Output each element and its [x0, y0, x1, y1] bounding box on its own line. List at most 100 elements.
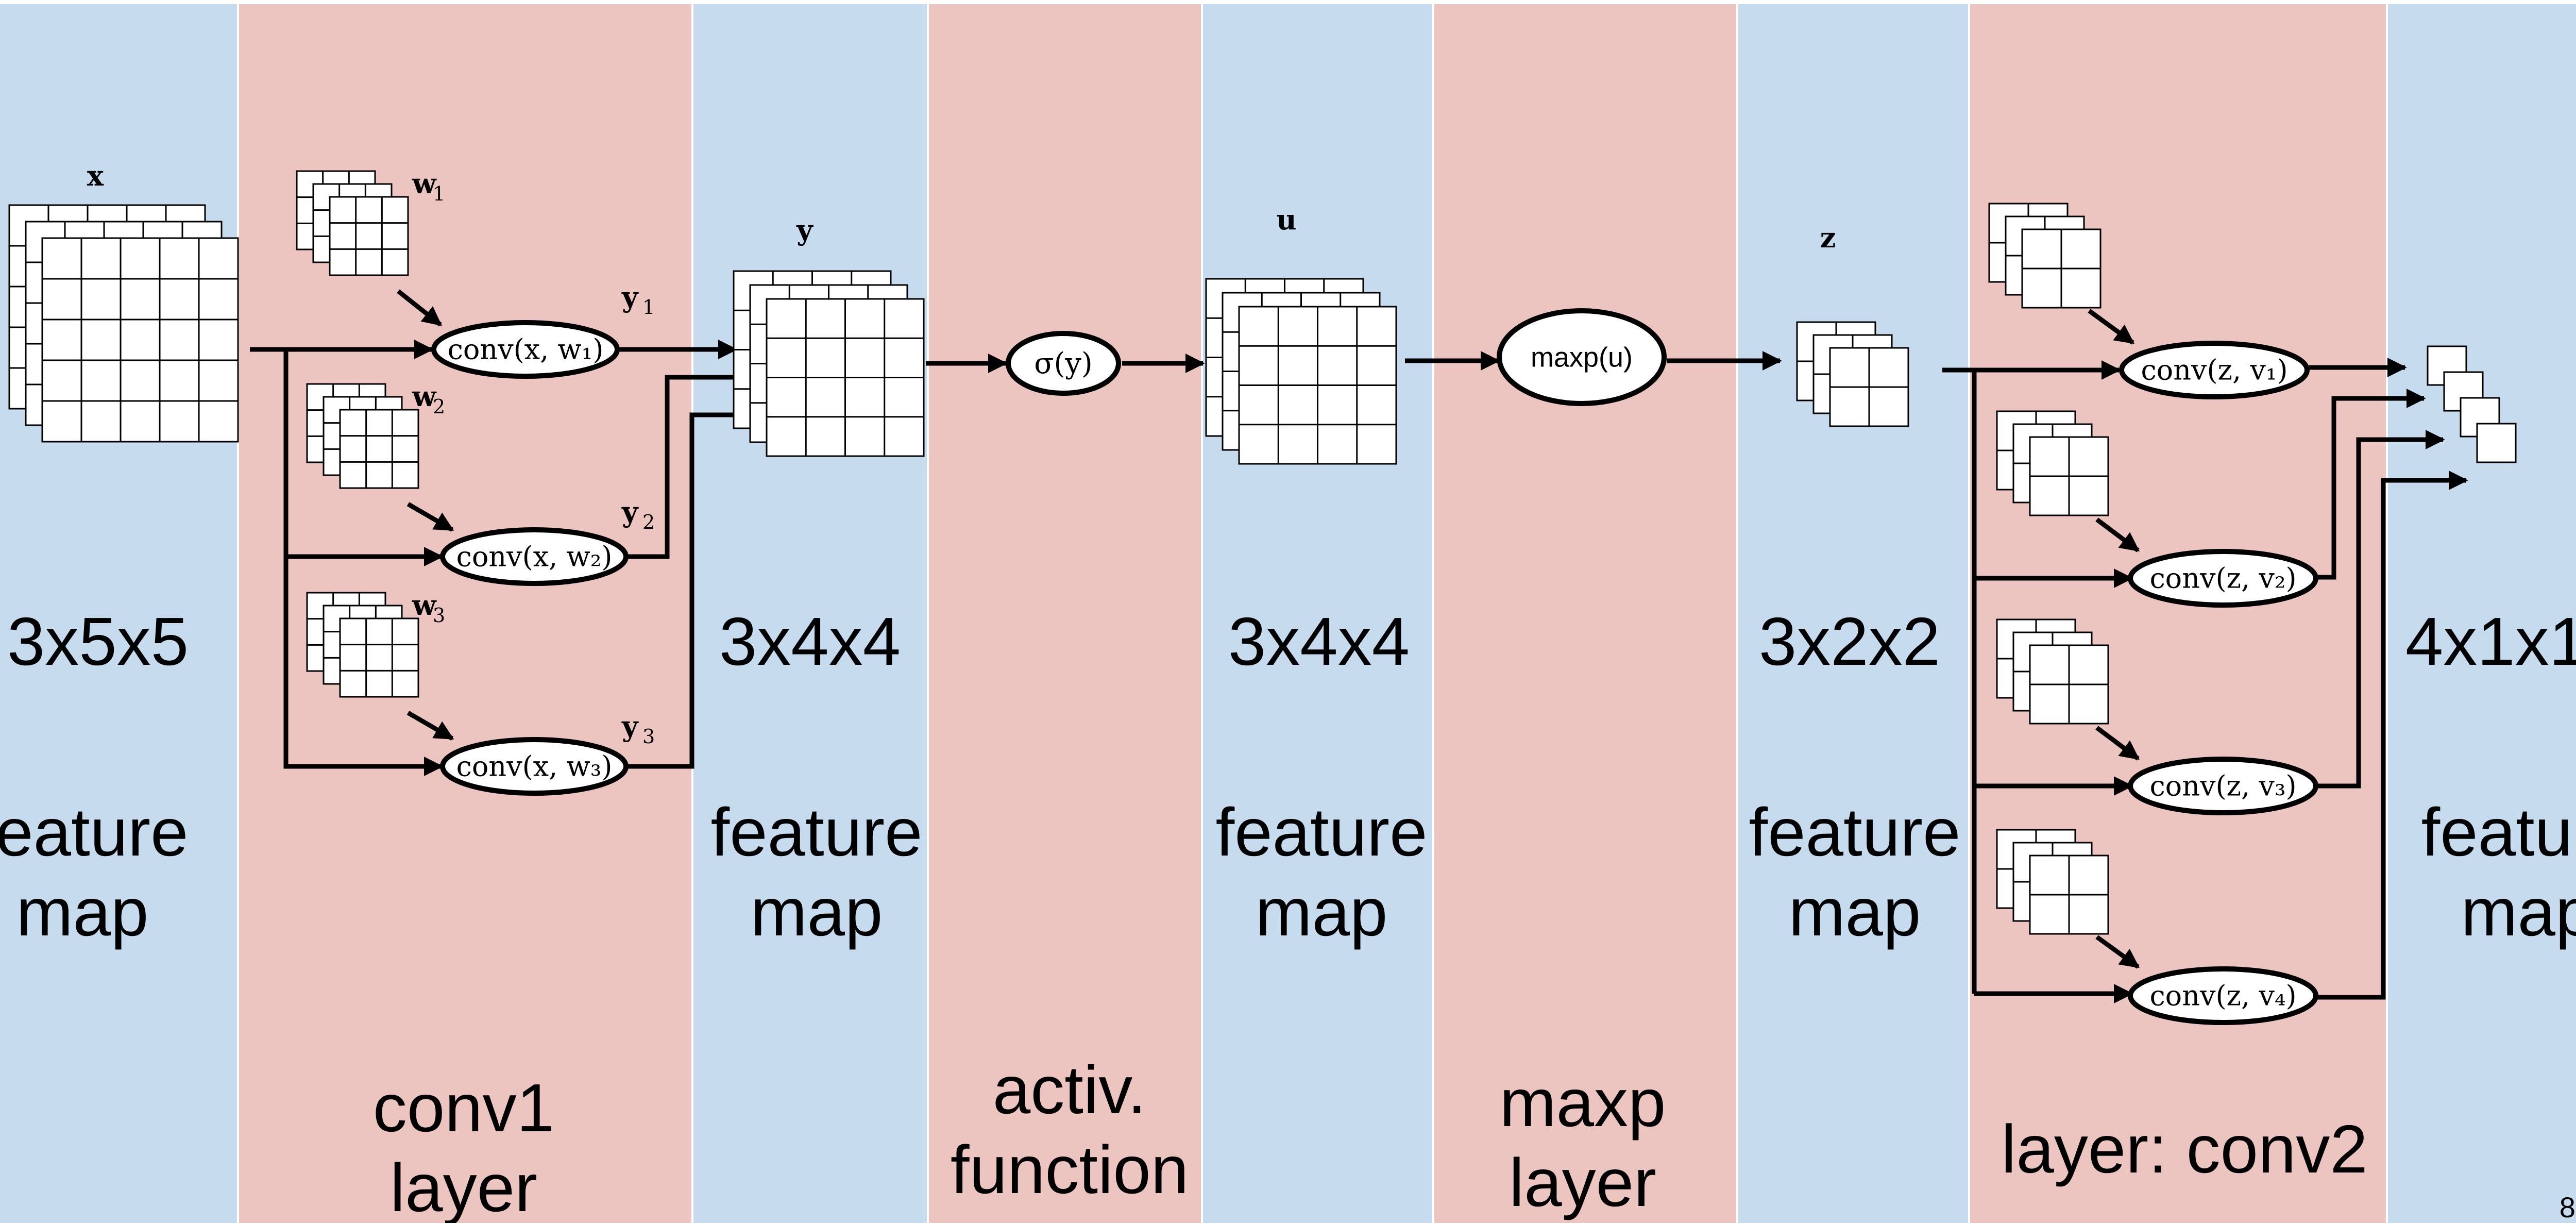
node-label: conv(z, v₁)	[2141, 354, 2287, 386]
band-map-y	[692, 4, 928, 1223]
x-to-conv3	[283, 557, 444, 776]
subscript: 3	[642, 725, 655, 748]
band-maxp	[1433, 4, 1737, 1223]
w3-arrow	[406, 711, 454, 741]
v2-arrow	[2095, 517, 2140, 552]
node-outline	[1497, 308, 1667, 406]
w1-arrow	[397, 289, 442, 327]
v1-arrow	[2088, 309, 2135, 345]
node-label: conv(x, w₃)	[456, 750, 613, 782]
node-label: conv(z, v₃)	[2149, 769, 2296, 802]
node-label: conv(x, w₁)	[448, 333, 604, 365]
filter-w1	[296, 170, 409, 276]
caption-map-y: feature	[711, 794, 923, 870]
symbol: y	[621, 280, 639, 313]
tensor-u	[1205, 278, 1397, 465]
band-activation	[928, 4, 1202, 1223]
node-conv-x-w1: conv(x, w₁)	[431, 320, 620, 379]
subscript: 3	[433, 604, 445, 627]
node-outline	[1006, 331, 1121, 396]
v4-arrow	[2095, 935, 2140, 969]
node-maxp: maxp(u)	[1497, 308, 1667, 406]
node-outline	[2128, 757, 2318, 815]
y2-to-tensor	[628, 367, 754, 559]
tensor-u-label: u	[1276, 203, 1296, 236]
subscript: 1	[642, 296, 655, 319]
symbol: y	[621, 710, 639, 743]
caption-map-z: feature	[1749, 794, 1961, 870]
subscript: 2	[642, 511, 655, 533]
subscript: 2	[433, 395, 445, 418]
node-label: conv(x, w₂)	[456, 540, 613, 573]
subscript: 1	[433, 182, 445, 205]
dims-map-y: 3x4x4	[719, 604, 901, 679]
caption-map-z: map	[1789, 874, 1921, 950]
dims-map-u: 3x4x4	[1228, 604, 1410, 679]
tensor-slice	[339, 617, 419, 698]
symbol: w	[412, 167, 437, 200]
filter-w2	[306, 383, 419, 489]
filter-w3	[306, 592, 419, 698]
caption-map-u: feature	[1216, 794, 1428, 870]
node-conv-z-v2: conv(z, v₂)	[2128, 549, 2318, 608]
tensor-z-label: z	[1820, 221, 1836, 254]
band-output-map	[2387, 4, 2576, 1223]
caption-output-map: feature	[2421, 794, 2576, 870]
node-label: conv(z, v₂)	[2149, 562, 2296, 594]
connections	[250, 289, 2468, 1003]
caption-map-u: map	[1256, 874, 1388, 950]
node-outline	[2119, 341, 2310, 399]
caption-conv1: conv1	[373, 1070, 554, 1146]
tensor-x-label: x	[87, 159, 104, 192]
w2-arrow	[406, 502, 454, 532]
v3-arrow	[2095, 726, 2140, 761]
tensor-y-label: y	[796, 213, 814, 246]
tensors-and-filters	[8, 170, 2517, 935]
convv2-out	[2317, 389, 2426, 580]
operation-nodes: conv(x, w₁) conv(x, w₂) conv(x, w₃) σ(y) max…	[431, 308, 2318, 1025]
dims-output-map: 4x1x1	[2405, 604, 2576, 679]
filter-v3	[1996, 618, 2109, 725]
node-outline	[440, 737, 629, 796]
band-map-z	[1737, 4, 1969, 1223]
node-outline	[440, 527, 629, 586]
filter-w2-label: w2	[412, 380, 445, 418]
node-sigma: σ(y)	[1006, 331, 1121, 396]
caption-maxp: layer	[1509, 1145, 1656, 1220]
symbol: y	[621, 495, 639, 528]
output-cell	[2476, 423, 2517, 463]
filter-v4	[1996, 829, 2109, 935]
node-conv-z-v4: conv(z, v₄)	[2128, 966, 2318, 1025]
filter-w1-label: w1	[412, 167, 445, 205]
filter-w3-label: w3	[412, 589, 445, 627]
caption-map-y: map	[751, 874, 883, 950]
convv3-out	[2317, 430, 2445, 789]
dims-map-z: 3x2x2	[1759, 604, 1940, 679]
caption-activation: activ.	[993, 1052, 1146, 1128]
node-outline	[431, 320, 620, 379]
caption-output-map: map	[2461, 874, 2576, 950]
node-label: conv(z, v₄)	[2149, 979, 2296, 1012]
tensor-y	[733, 270, 925, 457]
band-map-u	[1202, 4, 1433, 1223]
caption-conv2: layer: conv2	[2001, 1111, 2368, 1187]
node-outline	[2128, 966, 2318, 1025]
tensor-slice	[339, 409, 419, 489]
caption-input-map: feature	[0, 794, 188, 870]
caption-activation: function	[951, 1132, 1189, 1208]
node-label: σ(y)	[1034, 347, 1093, 380]
page-number: 82	[2560, 1191, 2576, 1223]
node-conv-z-v1: conv(z, v₁)	[2119, 341, 2310, 399]
tensor-slice	[41, 237, 239, 443]
convv4-out	[2317, 471, 2468, 1000]
tensor-x	[8, 204, 239, 443]
caption-conv1: layer	[390, 1150, 537, 1223]
tensor-output	[2427, 345, 2517, 463]
symbol: w	[412, 589, 437, 622]
symbol: w	[412, 380, 437, 413]
